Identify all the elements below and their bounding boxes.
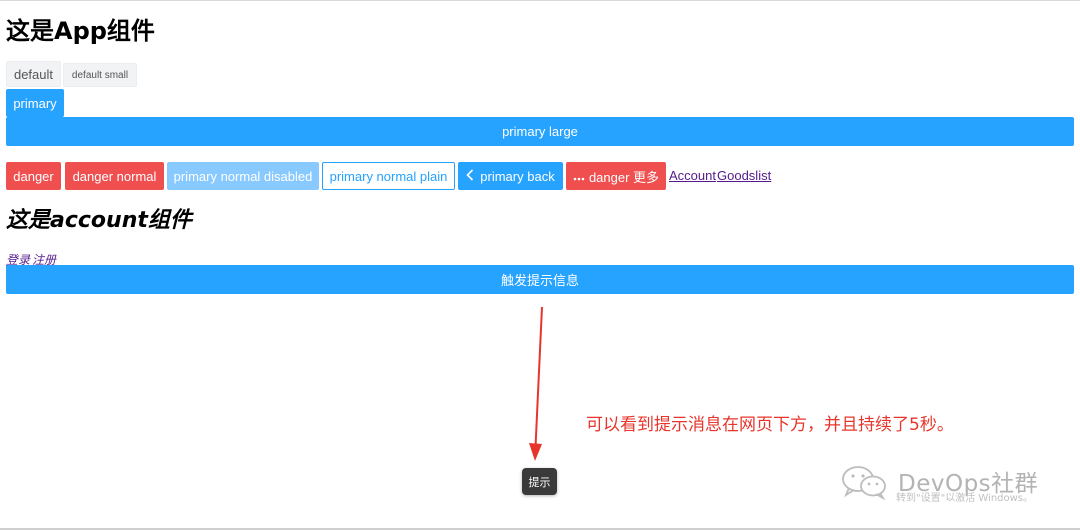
login-link[interactable]: 登录 <box>6 253 31 267</box>
primary-large-button[interactable]: primary large <box>6 117 1074 146</box>
danger-more-button[interactable]: danger 更多 <box>566 162 666 190</box>
primary-button[interactable]: primary <box>6 89 64 117</box>
primary-normal-plain-button[interactable]: primary normal plain <box>322 162 455 190</box>
default-small-button[interactable]: default small <box>63 63 137 87</box>
trigger-toast-button[interactable]: 触发提示信息 <box>6 265 1074 294</box>
danger-more-label: danger 更多 <box>588 169 660 185</box>
primary-normal-disabled-button: primary normal disabled <box>167 162 319 190</box>
account-heading: 这是account组件 <box>6 208 192 233</box>
annotation-text: 可以看到提示消息在网页下方，并且持续了5秒。 <box>586 415 954 435</box>
toast-message: 提示 <box>522 468 557 495</box>
watermark: DevOps社群 转到"设置"以激活 Windows。 <box>840 462 1055 504</box>
primary-back-label: primary back <box>480 168 555 184</box>
bottom-border <box>0 528 1080 530</box>
wechat-logo-icon <box>842 466 886 500</box>
register-link[interactable]: 注册 <box>32 253 57 267</box>
primary-back-button[interactable]: primary back <box>458 162 563 190</box>
default-button[interactable]: default <box>6 61 61 87</box>
top-border <box>0 0 1080 1</box>
app-heading: 这是App组件 <box>6 17 155 45</box>
watermark-brand: DevOps社群 <box>898 471 1039 497</box>
danger-normal-button[interactable]: danger normal <box>65 162 164 190</box>
account-link[interactable]: Account <box>669 168 716 183</box>
more-dots-icon <box>573 169 585 184</box>
red-arrow-annotation <box>529 306 543 461</box>
chevron-left-icon <box>466 168 474 184</box>
goodslist-link[interactable]: Goodslist <box>717 168 772 183</box>
watermark-subtext: 转到"设置"以激活 Windows。 <box>896 493 1034 504</box>
danger-button[interactable]: danger <box>6 162 61 190</box>
